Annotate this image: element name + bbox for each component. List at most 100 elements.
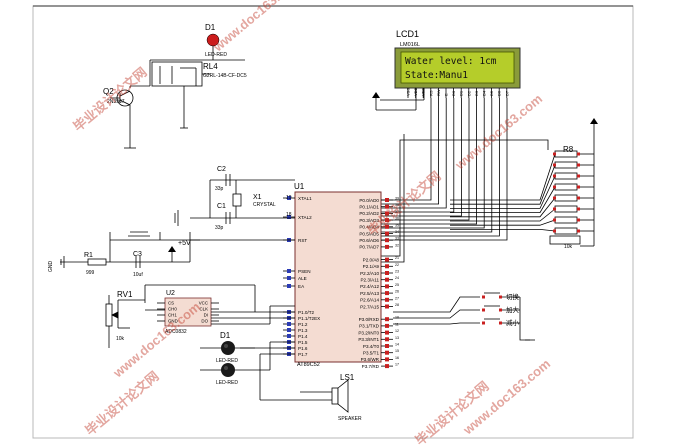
mcu-pin-number: 37 [395,210,399,214]
lcd-pin-label: D2 [466,90,471,96]
lcd-pin-label: D5 [489,90,494,96]
svg-text:毕业设计论文网: 毕业设计论文网 [82,368,161,438]
mcu-pin-label: P2.7/A15 [360,304,379,309]
mcu-ref: U1 [294,182,305,191]
mcu-pin-label: P2.4/A12 [360,284,379,289]
mcu-pin-number: 26 [395,290,399,294]
svg-text:18: 18 [286,212,292,218]
mcu-pin-number: 39 [395,197,399,201]
c1-val: 33p [215,225,224,231]
relay-part: G2RL-14B-CF-DC5 [203,73,247,79]
lcd-pin-label: D3 [474,90,479,96]
mcu-pin-label: EA [298,284,305,289]
mcu-pin-label: P0.0/AD0 [359,198,379,203]
mcu-at89c52[interactable]: U1 AT89C52 XTAL1XTAL2RSTPSENALEEAP1.0/T2… [283,182,399,369]
mcu-pin-label: P2.0/A8 [363,257,380,262]
button-label: 切换 [506,292,520,301]
resistor-network-r8[interactable] [549,150,594,245]
mcu-pin-label: P0.6/AD6 [359,238,379,243]
mcu-pin-label: P2.5/A13 [360,291,379,296]
lcd-line-1: Water level: 1cm [405,56,497,67]
mcu-pin-number: 25 [395,283,399,287]
r8-ref: R8 [563,145,574,154]
vcc-label: +5V [178,240,191,247]
led-top-part: LED-RED [205,52,227,58]
mcu-pin-label: P1.4 [298,334,308,339]
led-d1[interactable]: D1 LED-RED [216,331,238,364]
gnd-label: GND [48,261,54,273]
mcu-pin-label: XTAL2 [298,215,312,220]
mcu-pin-label: P2.6/A14 [360,298,379,303]
mcu-pin-label: P0.7/AD7 [359,245,379,250]
relay-ref: RL4 [203,62,218,71]
mcu-pin-number: 22 [395,263,399,267]
mcu-pin-number: 23 [395,270,399,274]
lcd-pin-label: D6 [497,90,502,96]
mcu-pin-label: P3.4/T0 [363,344,380,349]
push-button[interactable]: 加大 [393,305,520,319]
led-d1-ref: D1 [220,331,231,340]
mcu-pin-number: 36 [395,217,399,221]
lcd-pin-label: RW [436,89,441,96]
mcu-pin-label: P3.0/RXD [359,317,380,322]
mcu-pin-number: 24 [395,276,399,280]
mcu-pin-label: P3.3/INT1 [358,337,379,342]
adc-part: ADC0832 [165,329,187,335]
mcu-pin-number: 16 [395,356,399,360]
mcu-pin-number: 35 [395,223,399,227]
crystal-circuit[interactable] [174,174,295,226]
c3-val: 10uf [133,272,143,278]
lcd-data-bus [381,98,556,263]
q2-ref: Q2 [103,87,114,96]
lcd-line-2: State:Manu1 [405,70,468,81]
mcu-pin-label: P2.2/A10 [360,271,379,276]
push-button[interactable]: 减小 [393,318,520,327]
svg-text:毕业设计论文网: 毕业设计论文网 [70,64,149,134]
led-top[interactable] [206,33,220,47]
mcu-pin-label: ALE [298,276,307,281]
adc-pin-label: DO [201,319,208,324]
ls1-part: SPEAKER [338,416,362,422]
reset-circuit[interactable] [60,231,295,268]
led-top-ref: D1 [205,23,216,32]
lcd-ref: LCD1 [396,29,419,39]
mcu-pin-label: P3.7/RD [362,364,380,369]
lcd-pin-label: VEE [421,88,426,96]
lcd-pin-label: RS [428,90,433,96]
svg-text:www.doc163.com: www.doc163.com [210,0,304,55]
speaker-ls1[interactable]: LS1 SPEAKER [259,353,362,422]
mcu-pin-number: 15 [395,349,399,353]
mcu-pin-label: P3.1/TXD [359,324,380,329]
lcd-pin-label: D7 [504,90,509,96]
led-d2-part: LED-RED [216,380,238,386]
adc-pin-label: CS [168,301,174,306]
mcu-pin-label: P1.0/T2 [298,310,315,315]
led-d1-part: LED-RED [216,358,238,364]
adc-pin-label: CH1 [168,313,177,318]
c2-val: 33p [215,186,224,192]
q2-part: 2N3907 [107,99,125,105]
rv1-ref: RV1 [117,290,133,299]
adc-pin-label: VCC [199,301,208,306]
mcu-pin-label: P0.2/AD2 [359,211,379,216]
mcu-pin-number: 12 [395,329,399,333]
lcd-module[interactable]: LCD1 LM016L Water level: 1cm State:Manu1… [394,29,521,98]
led-d2[interactable]: LED-RED [216,363,238,386]
c1-ref: C1 [217,203,226,210]
svg-text:19: 19 [286,195,292,201]
mcu-pin-label: P0.5/AD5 [359,231,379,236]
adc-pin-label: DI [204,313,208,318]
rv1-val: 10k [116,336,125,342]
relay-circuit[interactable] [110,46,245,149]
mcu-pin-label: PSEN [298,269,311,274]
mcu-pin-number: 14 [395,343,399,347]
mcu-pin-number: 33 [395,237,399,241]
mcu-pin-number: 27 [395,296,399,300]
push-button[interactable]: 切换 [393,292,520,313]
mcu-pin-label: P3.5/T1 [363,351,380,356]
potentiometer-rv1[interactable] [105,295,119,348]
adc-pin-label: CH0 [168,307,177,312]
